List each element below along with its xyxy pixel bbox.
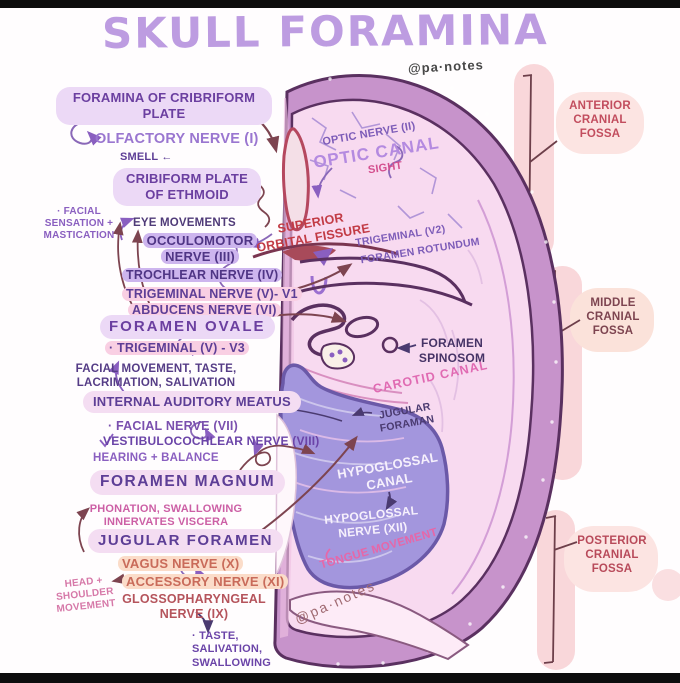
- label-smell: SMELL ←: [120, 151, 173, 163]
- label-cribiform-plate-ethmoid: CRIBIFORM PLATE OF ETHMOID: [113, 168, 261, 206]
- label-trigeminal-v3: · TRIGEMINAL (V) - V3: [105, 341, 249, 356]
- label-olfactory-nerve: OLFACTORY NERVE (I): [95, 131, 259, 147]
- foramen-spinosum-shape: [381, 336, 399, 354]
- label-taste-salivation-swallowing: · TASTE, SALIVATION, SWALLOWING: [192, 630, 271, 669]
- label-facial-sensation: · FACIAL SENSATION + MASTICATION: [43, 206, 115, 242]
- photo-border-top: [0, 0, 680, 8]
- label-hearing-balance: HEARING + BALANCE: [93, 452, 219, 464]
- label-jugular-foramen: JUGULAR FORAMEN: [88, 529, 283, 554]
- label-facial-movement-note: FACIAL MOVEMENT, TASTE, LACRIMATION, SAL…: [75, 363, 237, 390]
- page-title: SKULL FORAMINA: [101, 5, 549, 58]
- label-foramen-magnum: FORAMEN MAGNUM: [90, 470, 286, 495]
- label-vagus-nerve: VAGUS NERVE (X): [118, 556, 244, 572]
- label-trigeminal-v1: TRIGEMINAL NERVE (V)- V1: [122, 287, 302, 302]
- label-vestibulocochlear-nerve: VESTIBULOCOCHLEAR NERVE (VIII): [103, 434, 320, 448]
- label-middle-cranial-fossa: MIDDLE CRANIAL FOSSA: [586, 297, 640, 338]
- label-posterior-cranial-fossa: POSTERIOR CRANIAL FOSSA: [577, 535, 647, 576]
- label-abducens-nerve: ABDUCENS NERVE (VI): [128, 303, 281, 318]
- label-anterior-cranial-fossa: ANTERIOR CRANIAL FOSSA: [569, 100, 631, 141]
- foramen-ovale-shape: [344, 315, 380, 339]
- label-phonation-note: PHONATION, SWALLOWING INNERVATES VISCERA: [89, 503, 243, 529]
- label-oculomotor-nerve: OCCULOMOTOR NERVE (III): [124, 233, 276, 265]
- cribriform-plate-shape: [282, 127, 310, 232]
- photo-border-bottom: [0, 673, 680, 683]
- label-head-shoulder-movement: HEAD + SHOULDER MOVEMENT: [55, 575, 117, 616]
- label-trochlear-nerve: TROCHLEAR NERVE (IV): [122, 268, 283, 283]
- label-foramina-cribriform-plate: FORAMINA OF CRIBRIFORM PLATE: [56, 87, 272, 125]
- label-glossopharyngeal-nerve: GLOSSOPHARYNGEAL NERVE (IX): [122, 592, 266, 622]
- label-accessory-nerve: ACCESSORY NERVE (XI): [122, 574, 289, 590]
- label-facial-nerve: · FACIAL NERVE (VII): [108, 419, 238, 433]
- label-internal-auditory-meatus: INTERNAL AUDITORY MEATUS: [83, 391, 301, 413]
- label-foramen-ovale: FORAMEN OVALE: [100, 315, 275, 340]
- label-foramen-spinosum: FORAMEN SPINOSOM: [418, 336, 486, 365]
- label-eye-movements: EYE MOVEMENTS: [133, 217, 236, 229]
